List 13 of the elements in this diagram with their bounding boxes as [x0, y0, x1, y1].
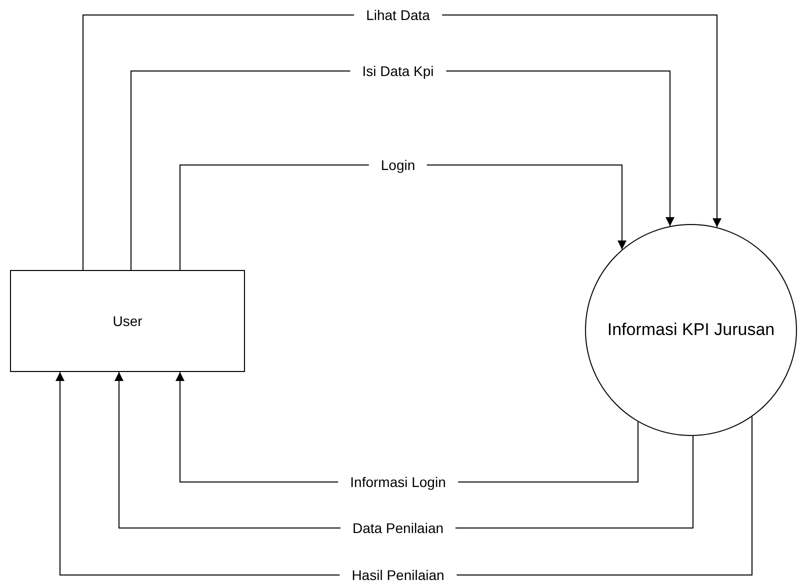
arrow [56, 372, 752, 576]
arrow [180, 164, 626, 270]
edge-label: Data Penilaian [340, 520, 456, 536]
edge-label: Lihat Data [354, 7, 442, 23]
edge-label: Hasil Penilaian [340, 567, 456, 583]
node-label: Informasi KPI Jurusan [607, 319, 775, 342]
edge-label: Informasi Login [338, 474, 458, 490]
arrow [82, 14, 722, 270]
arrow [130, 70, 674, 270]
node-label: User [112, 312, 142, 330]
edge-label: Isi Data Kpi [350, 63, 446, 79]
edge-label: Login [368, 157, 428, 173]
entity-box [10, 270, 245, 372]
